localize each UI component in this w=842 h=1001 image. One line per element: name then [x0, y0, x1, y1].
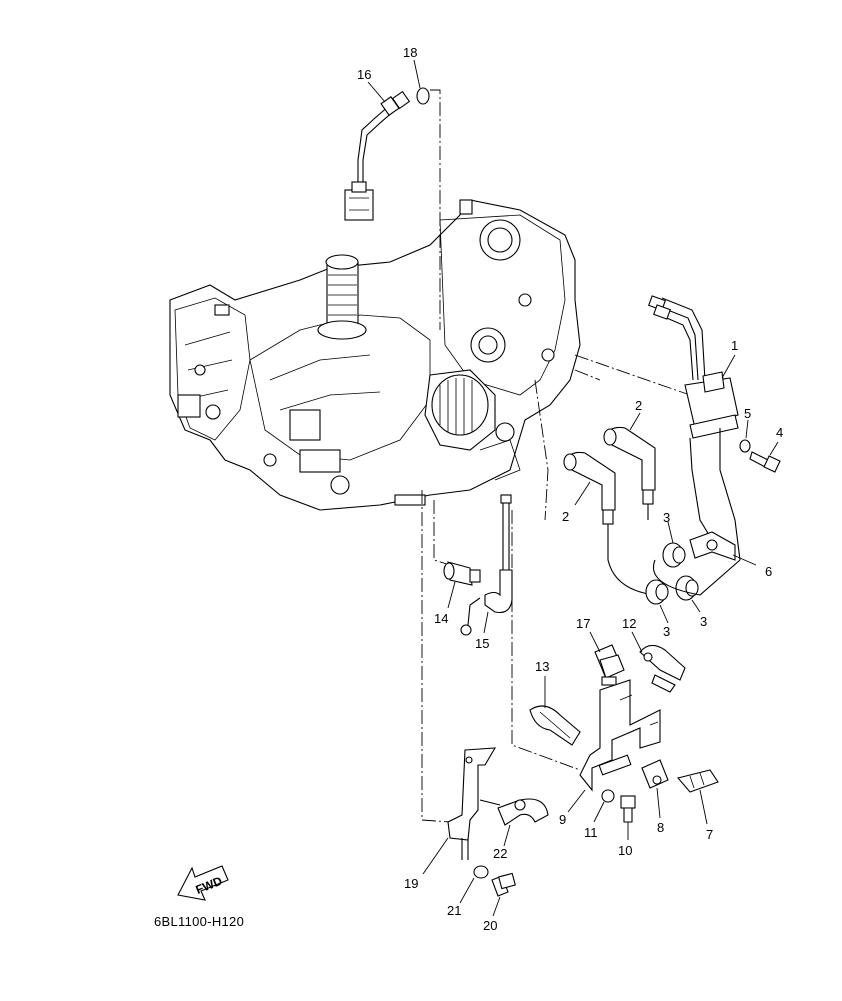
spark-plug-cap	[603, 426, 656, 520]
callout-22: 22	[493, 846, 507, 861]
fwd-arrow: FWD	[177, 865, 229, 901]
grommet	[641, 759, 669, 789]
callout-numbers: 1 2 2 3 3 3 4 5 6 7 8 9 10 11 12 13 14 1…	[357, 45, 783, 933]
washer	[473, 865, 489, 879]
ignition-coil	[648, 295, 741, 561]
cable-clamp	[689, 531, 736, 561]
grommet	[645, 579, 669, 605]
bracket	[447, 747, 497, 860]
callout-2: 2	[635, 398, 642, 413]
bolt	[491, 872, 516, 897]
callout-19: 19	[404, 876, 418, 891]
mounting-bracket	[579, 679, 661, 792]
cable-holder	[479, 798, 549, 826]
callout-2: 2	[562, 509, 569, 524]
callout-17: 17	[576, 616, 590, 631]
callout-3: 3	[663, 624, 670, 639]
diagram-code: 6BL1100-H120	[154, 914, 245, 929]
callout-7: 7	[706, 827, 713, 842]
leader-lines	[367, 59, 779, 917]
spark-plug-cap	[563, 451, 656, 596]
callout-3: 3	[663, 510, 670, 525]
callout-11: 11	[584, 825, 598, 840]
callout-9: 9	[559, 812, 566, 827]
washer	[739, 439, 751, 453]
o-ring	[416, 87, 430, 105]
bolt	[620, 795, 636, 823]
callout-1: 1	[731, 338, 738, 353]
hv-lead	[653, 559, 741, 596]
callout-8: 8	[657, 820, 664, 835]
grommet	[662, 542, 686, 568]
callout-10: 10	[618, 843, 632, 858]
thermo-switch	[443, 561, 481, 586]
callout-21: 21	[447, 903, 461, 918]
callout-4: 4	[776, 425, 783, 440]
holder	[639, 644, 686, 693]
callout-20: 20	[483, 918, 497, 933]
callout-16: 16	[357, 67, 371, 82]
connector	[677, 769, 719, 793]
callout-5: 5	[744, 406, 751, 421]
oil-pressure-switch-lead	[344, 90, 411, 221]
lead-wire	[460, 494, 513, 636]
callout-6: 6	[765, 564, 772, 579]
callout-14: 14	[434, 611, 448, 626]
callout-13: 13	[535, 659, 549, 674]
callout-3: 3	[700, 614, 707, 629]
bolt	[749, 451, 781, 473]
washer	[601, 789, 615, 803]
grommet	[675, 575, 699, 601]
relay	[594, 644, 625, 686]
callout-15: 15	[475, 636, 489, 651]
clip	[529, 705, 581, 746]
callout-18: 18	[403, 45, 417, 60]
engine-block	[169, 199, 581, 511]
callout-12: 12	[622, 616, 636, 631]
